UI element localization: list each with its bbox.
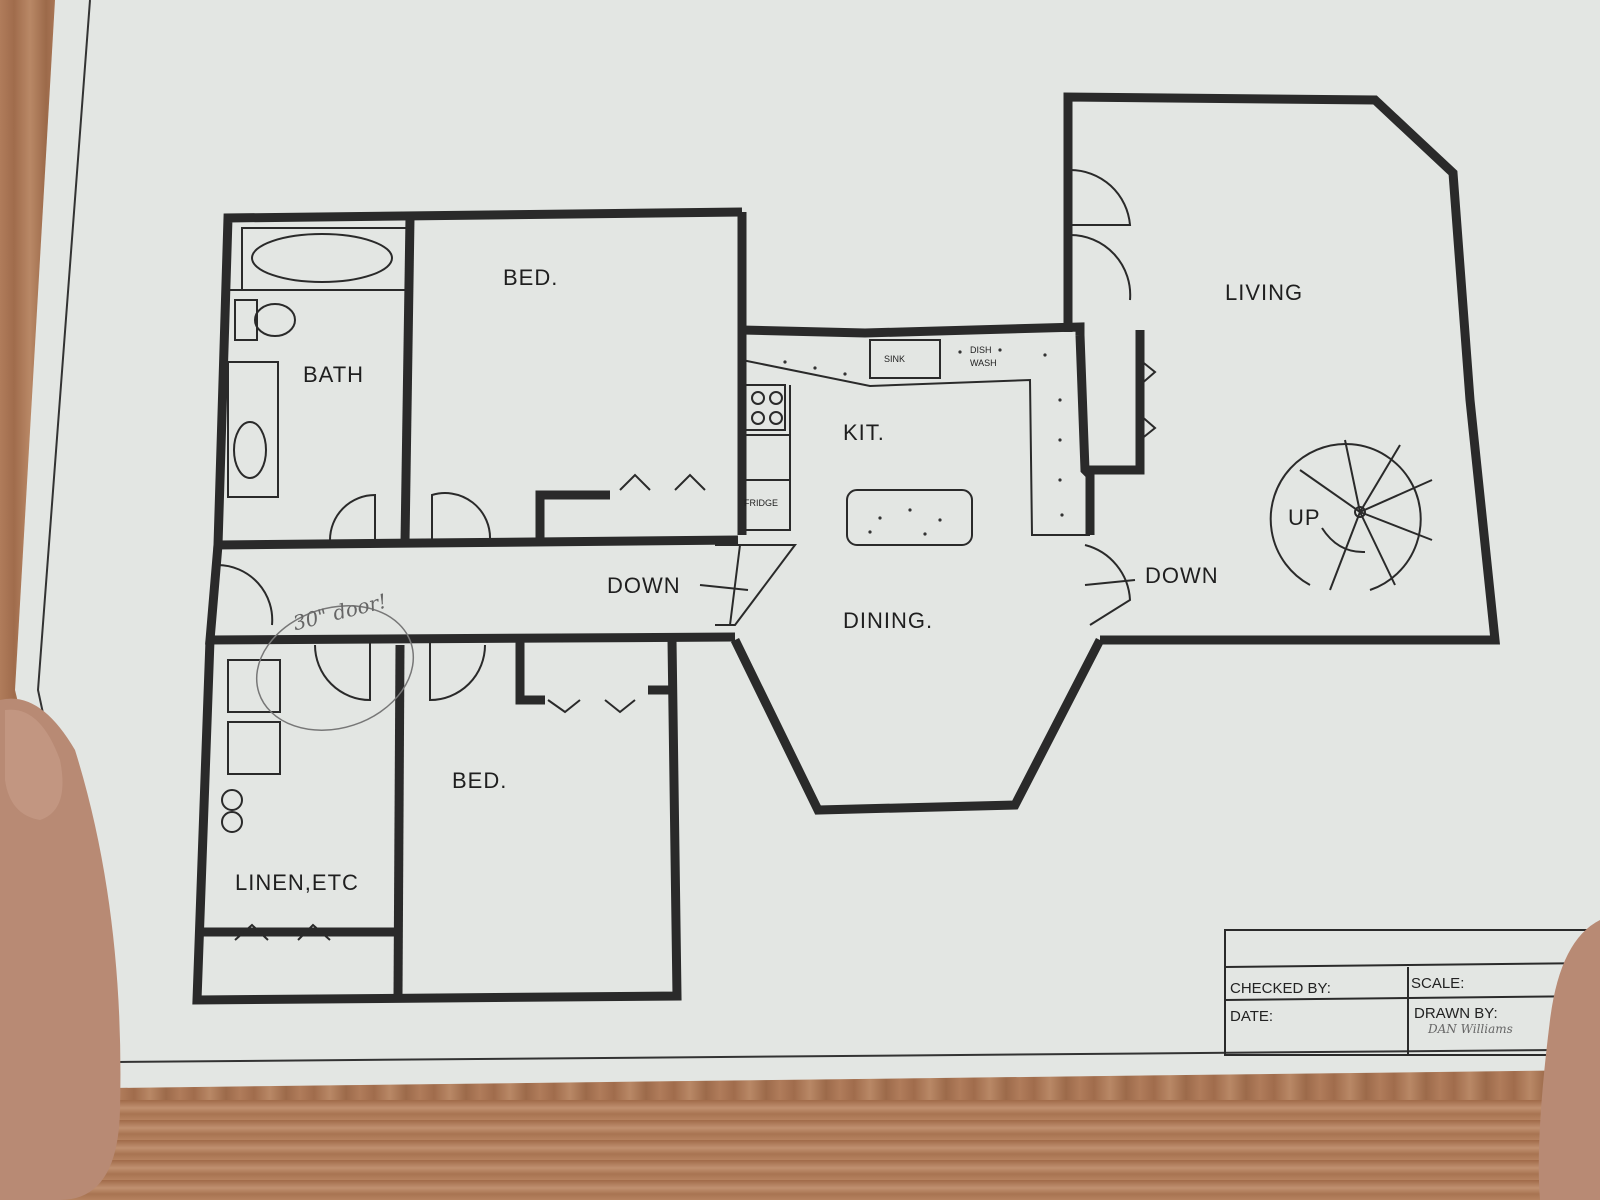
fixture-label-sink: SINK	[884, 354, 906, 364]
fixture-label-dish: DISH	[970, 345, 992, 355]
spiral-stair	[1269, 443, 1422, 591]
fixture-label-wash: WASH	[970, 358, 997, 368]
toilet	[254, 303, 296, 337]
stair-label-down-living: DOWN	[1145, 563, 1219, 588]
fixture-label-fridge: FRIDGE	[744, 498, 779, 508]
room-label-bath: BATH	[303, 362, 365, 387]
upper-left-walls	[213, 207, 743, 550]
room-label-bed-upper: BED.	[503, 265, 559, 290]
left-thumb	[0, 698, 121, 1200]
stair-label-up: UP	[1288, 505, 1321, 530]
kitchen-island	[846, 489, 973, 546]
title-block-drawn-by-value: DAN Williams	[1428, 1022, 1513, 1036]
room-label-kitchen: KIT.	[843, 420, 885, 445]
sink-basin	[233, 421, 267, 479]
room-label-linen: LINEN,ETC	[235, 870, 359, 895]
title-block-date: DATE:	[1230, 1008, 1274, 1025]
title-block-scale: SCALE:	[1411, 975, 1465, 992]
room-label-dining: DINING.	[843, 608, 934, 633]
room-label-living: LIVING	[1225, 280, 1304, 305]
bathtub	[251, 233, 393, 283]
wood-floor-bottom	[0, 1100, 1600, 1200]
annotation-circle	[255, 605, 415, 731]
stair-label-down-hall: DOWN	[607, 573, 681, 598]
right-thumb	[1538, 920, 1600, 1200]
title-block-checked-by: CHECKED BY:	[1230, 980, 1331, 997]
title-block-drawn-by: DRAWN BY:	[1414, 1005, 1498, 1022]
room-label-bed-lower: BED.	[452, 768, 508, 793]
